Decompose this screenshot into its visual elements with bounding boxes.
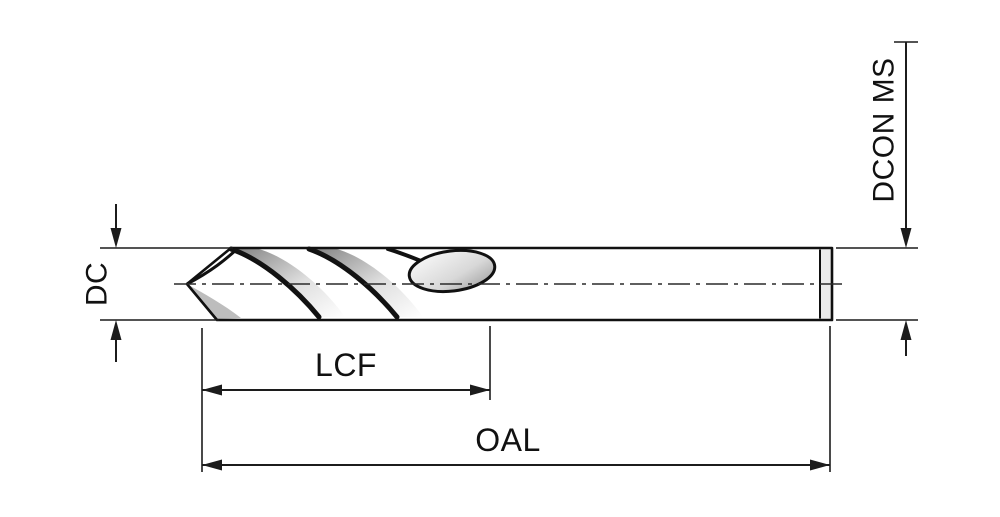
oal-dimension: OAL bbox=[202, 326, 831, 472]
lcf-arrow-right-icon bbox=[470, 384, 490, 396]
dc-arrow-down-icon bbox=[110, 228, 122, 248]
label-lcf: LCF bbox=[315, 347, 377, 383]
dc-dimension: DC bbox=[81, 204, 233, 362]
lcf-arrow-left-icon bbox=[202, 384, 222, 396]
flute-shading-2 bbox=[309, 249, 423, 317]
drill-tip-shading bbox=[187, 284, 241, 319]
dcon-arrow-up-icon bbox=[900, 320, 912, 340]
drill-tip-edge bbox=[186, 248, 238, 286]
dcon-arrow-down-icon bbox=[900, 228, 912, 248]
dc-arrow-up-icon bbox=[110, 320, 122, 340]
flute-spiral-1 bbox=[228, 246, 322, 320]
oal-arrow-left-icon bbox=[202, 459, 222, 471]
label-dc: DC bbox=[81, 262, 114, 306]
label-oal: OAL bbox=[475, 422, 541, 458]
drill-bit-illustration bbox=[174, 246, 846, 322]
flute-spiral-2 bbox=[306, 246, 400, 320]
label-dcon-ms: DCON MS bbox=[868, 57, 901, 202]
lcf-dimension: LCF bbox=[201, 326, 491, 472]
flute-shading-1 bbox=[231, 249, 345, 317]
oal-arrow-right-icon bbox=[810, 459, 830, 471]
flute-runout bbox=[407, 248, 497, 294]
dcon-ms-dimension: DCON MS bbox=[836, 41, 918, 356]
